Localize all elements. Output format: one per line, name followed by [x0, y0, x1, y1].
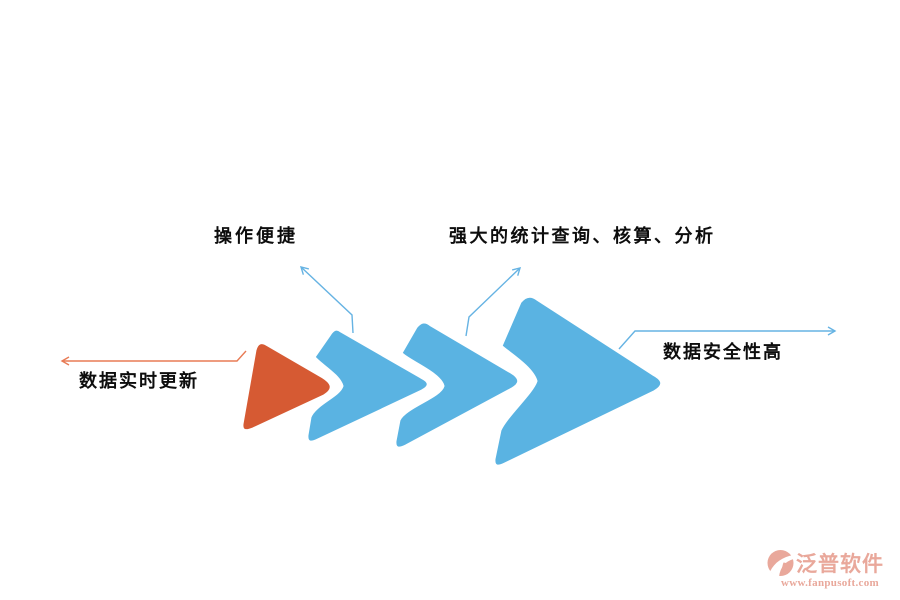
label-data-security: 数据安全性高: [663, 342, 783, 362]
watermark-brand-text: 泛普软件: [796, 553, 884, 576]
label-realtime-update: 数据实时更新: [79, 371, 199, 391]
arrow-shape-step4: [492, 294, 664, 468]
label-easy-operation: 操作便捷: [214, 226, 298, 246]
fanpu-logo-icon: [767, 550, 794, 577]
arrow-shape-step2: [305, 327, 430, 444]
watermark-url-text: www.fanpusoft.com: [781, 577, 879, 589]
connector-powerful-stats: [465, 267, 522, 337]
connector-realtime-update: [60, 350, 247, 366]
arrow-shape-step1: [240, 341, 333, 433]
label-powerful-stats: 强大的统计查询、核算、分析: [449, 226, 716, 246]
connector-easy-operation: [299, 266, 354, 334]
arrow-shape-step3: [393, 320, 521, 450]
watermark: 泛普软件 www.fanpusoft.com: [767, 548, 893, 589]
connector-data-security: [618, 326, 837, 350]
